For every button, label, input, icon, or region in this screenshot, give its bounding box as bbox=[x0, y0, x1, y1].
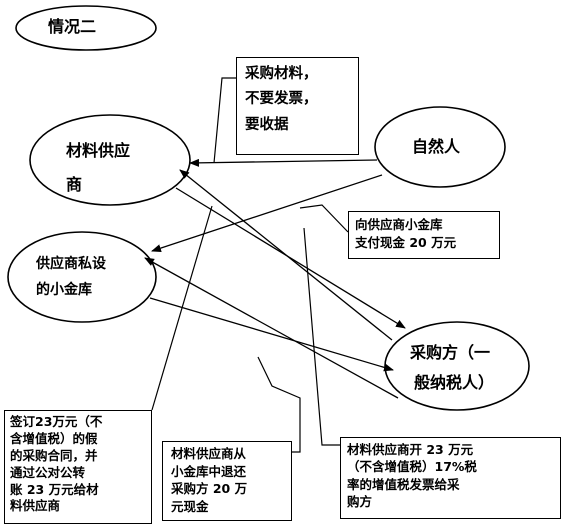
refund-note-line1: 材料供应商从 bbox=[171, 446, 247, 461]
pay-cash-note-line2: 支付现金 20 万元 bbox=[355, 235, 457, 251]
invoice-note-line4: 购方 bbox=[347, 493, 373, 509]
refund-callout-line bbox=[257, 356, 301, 453]
contract-note-line2: 含增值税）的假 bbox=[10, 430, 98, 446]
natural-person-label: 自然人 bbox=[412, 137, 461, 156]
invoice-note-line2: （不含增值税）17%税 bbox=[347, 459, 477, 475]
arrow-buyer-to-vault bbox=[144, 257, 399, 399]
arrow-person-to-vault bbox=[151, 174, 383, 252]
small-vault-node bbox=[7, 231, 157, 323]
invoice-note-line3: 率的增值税发票给采 bbox=[347, 476, 460, 492]
contract-note-line3: 的采购合同，并 bbox=[10, 447, 98, 463]
purchase-note-line2: 不要发票， bbox=[245, 91, 318, 108]
contract-callout-line bbox=[151, 205, 213, 411]
contract-note-line6: 料供应商 bbox=[10, 498, 61, 514]
natural-person-node bbox=[374, 106, 506, 188]
refund-note-box: 材料供应商从 小金库中退还 采购方 20 万 元现金 bbox=[162, 441, 292, 521]
supplier-label-line2: 商 bbox=[66, 175, 83, 194]
refund-note-line4: 元现金 bbox=[171, 498, 209, 514]
arrow-person-to-supplier bbox=[189, 158, 378, 167]
supplier-label-line1: 材料供应 bbox=[66, 141, 131, 160]
purchase-note-line1: 采购材料， bbox=[245, 66, 318, 82]
arrow-supplier-to-buyer bbox=[175, 187, 406, 329]
buyer-node bbox=[384, 321, 530, 411]
purchase-note-line3: 要收据 bbox=[245, 116, 289, 133]
small-vault-label-line2: 的小金库 bbox=[36, 282, 92, 298]
purchase-note-box: 采购材料， 不要发票， 要收据 bbox=[236, 57, 359, 155]
invoice-note-box: 材料供应商开 23 万元 （不含增值税）17%税 率的增值税发票给采 购方 bbox=[340, 437, 561, 519]
arrow-vault-to-buyer bbox=[149, 297, 394, 372]
contract-note-line1: 签订23万元（不 bbox=[10, 414, 103, 429]
contract-note-line4: 通过公对公转 bbox=[10, 464, 86, 480]
refund-note-line2: 小金库中退还 bbox=[171, 463, 247, 479]
contract-note-box: 签订23万元（不 含增值税）的假 的采购合同，并 通过公对公转 账 23 万元给… bbox=[4, 410, 152, 524]
contract-note-line5: 账 23 万元给材 bbox=[10, 481, 99, 497]
purchase-callout-line bbox=[213, 77, 236, 164]
pay-cash-note-box: 向供应商小金库 支付现金 20 万元 bbox=[348, 211, 500, 259]
buyer-label-line1: 采购方（一 bbox=[410, 343, 491, 362]
page-title: 情况二 bbox=[48, 17, 97, 36]
invoice-callout-line bbox=[303, 227, 340, 446]
pay-cash-callout-line bbox=[299, 204, 349, 233]
pay-cash-note-line1: 向供应商小金库 bbox=[355, 217, 443, 232]
invoice-note-line1: 材料供应商开 23 万元 bbox=[347, 442, 474, 457]
refund-note-line3: 采购方 20 万 bbox=[171, 481, 248, 496]
small-vault-label-line1: 供应商私设 bbox=[36, 256, 106, 272]
title-ellipse bbox=[15, 5, 157, 51]
supplier-node bbox=[29, 114, 191, 206]
buyer-label-line2: 般纳税人） bbox=[414, 373, 495, 392]
